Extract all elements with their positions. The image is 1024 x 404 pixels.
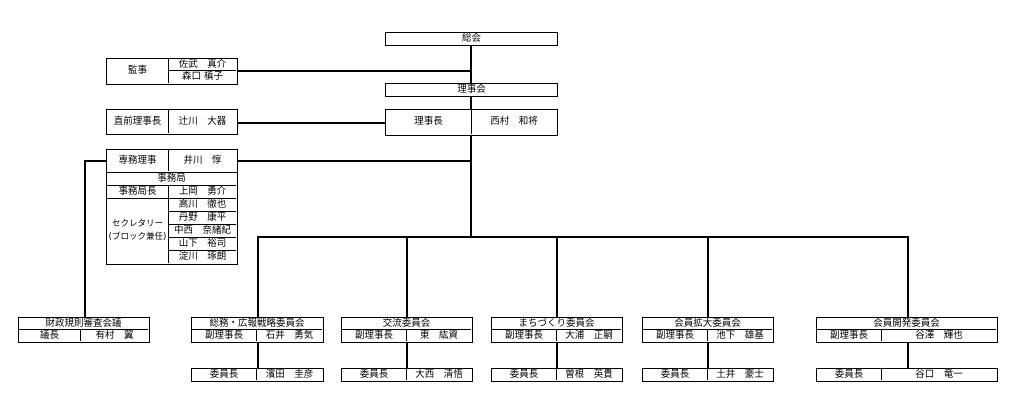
president-box: 理事長 西村 和将	[385, 109, 558, 136]
board-label: 理事会	[457, 84, 486, 96]
connector-line	[707, 341, 709, 369]
secretariat-chief-label: 事務局長	[107, 186, 169, 199]
committee-chair-label: 委員長	[342, 369, 407, 380]
board-box: 理事会	[385, 83, 558, 97]
finance-council-title: 財政規則審査会議	[19, 318, 148, 330]
committee-chair-name: 谷口 竜一	[915, 368, 963, 380]
connector-line	[257, 236, 908, 238]
finance-council-role: 議長	[19, 330, 81, 341]
committee-vp-name: 谷澤 輝也	[915, 329, 963, 341]
secretary-label-line2: (ブロック兼任)	[108, 232, 167, 242]
committee-title: まちづくり委員会	[492, 318, 621, 330]
secretariat-title: 事務局	[107, 173, 236, 186]
committee-vp-label: 副理事長	[643, 330, 708, 341]
secretary-name: 淀川 琢朗	[178, 251, 227, 263]
committee-chair-box: 委員長 大西 清悟	[341, 368, 473, 382]
committee-chair-box: 委員長 曽根 英貴	[491, 368, 623, 382]
committee-box: まちづくり委員会 副理事長 大浦 正嗣	[491, 317, 623, 343]
auditor-name: 佐武 真介	[169, 59, 236, 71]
committee-box: 交流委員会 副理事長 東 紘資	[341, 317, 473, 343]
committee-vp-name: 東 紘資	[419, 329, 458, 341]
general-meeting-box: 総会	[385, 32, 558, 46]
president-name: 西村 和将	[490, 116, 538, 128]
committee-box: 総務・広報戦略委員会 副理事長 石井 勇気	[191, 317, 324, 343]
connector-line	[237, 160, 471, 162]
committee-chair-name: 土井 豪士	[716, 368, 764, 380]
committee-chair-box: 委員長 濱田 圭彦	[191, 368, 324, 382]
finance-council-box: 財政規則審査会議 議長 有村 翼	[18, 317, 150, 343]
secretary-name: 丹野 康平	[169, 212, 236, 225]
secretary-label-line1: セクレタリー	[111, 219, 163, 229]
secretariat-chief-name: 上岡 勇介	[169, 186, 236, 199]
connector-line	[470, 135, 472, 237]
connector-line	[237, 70, 471, 72]
connector-line	[237, 122, 385, 124]
committee-chair-box: 委員長 土井 豪士	[642, 368, 774, 382]
secretary-label: セクレタリー (ブロック兼任)	[107, 199, 169, 263]
committee-vp-name: 大浦 正嗣	[565, 329, 613, 341]
connector-line	[406, 341, 408, 369]
committee-vp-name: 池下 雄基	[716, 329, 764, 341]
general-meeting-label: 総会	[461, 33, 481, 45]
president-label: 理事長	[386, 110, 472, 134]
executive-director-label: 専務理事	[107, 150, 169, 171]
connector-line	[470, 44, 472, 85]
secretary-name: 山下 裕司	[169, 238, 236, 251]
committee-chair-label: 委員長	[643, 369, 708, 380]
connector-line	[84, 160, 86, 317]
executive-director-box: 専務理事 井川 惇	[106, 149, 238, 173]
auditors-label: 監事	[107, 59, 169, 83]
finance-council-name: 有村 翼	[95, 329, 134, 341]
committee-box: 会員拡大委員会 副理事長 池下 雄基	[642, 317, 774, 343]
past-president-label: 直前理事長	[107, 110, 169, 133]
committee-vp-label: 副理事長	[817, 330, 882, 341]
committee-chair-name: 大西 清悟	[415, 368, 463, 380]
secretariat-box: 事務局 事務局長 上岡 勇介 セクレタリー (ブロック兼任) 高川 徹也 丹野 …	[106, 172, 238, 265]
committee-chair-label: 委員長	[192, 369, 257, 380]
connector-line	[470, 96, 472, 110]
committee-chair-name: 曽根 英貴	[565, 368, 613, 380]
auditor-name: 森口 槙子	[181, 71, 224, 83]
committee-title: 交流委員会	[342, 318, 471, 330]
auditors-box: 監事 佐武 真介 森口 槙子	[106, 58, 238, 85]
connector-line	[707, 236, 709, 317]
connector-line	[556, 341, 558, 369]
secretary-name: 高川 徹也	[169, 199, 236, 212]
connector-line	[907, 236, 909, 317]
connector-line	[406, 236, 408, 317]
past-president-name: 辻川 大器	[178, 115, 227, 127]
executive-director-name: 井川 惇	[183, 154, 222, 166]
committee-vp-name: 石井 勇気	[265, 329, 314, 341]
committee-title: 総務・広報戦略委員会	[192, 318, 322, 330]
committee-box: 会員開発委員会 副理事長 谷澤 輝也	[816, 317, 998, 343]
committee-vp-label: 副理事長	[342, 330, 407, 341]
connector-line	[907, 341, 909, 369]
connector-line	[84, 160, 106, 162]
committee-chair-label: 委員長	[817, 369, 882, 380]
past-president-box: 直前理事長 辻川 大器	[106, 109, 238, 135]
connector-line	[556, 236, 558, 317]
connector-line	[257, 341, 259, 369]
secretary-name: 中西 奈緒紀	[169, 225, 236, 238]
committee-vp-label: 副理事長	[492, 330, 557, 341]
committee-vp-label: 副理事長	[192, 330, 257, 341]
connector-line	[257, 236, 259, 317]
committee-chair-box: 委員長 谷口 竜一	[816, 368, 998, 382]
committee-chair-label: 委員長	[492, 369, 557, 380]
committee-title: 会員拡大委員会	[643, 318, 772, 330]
committee-title: 会員開発委員会	[817, 318, 996, 330]
committee-chair-name: 濱田 圭彦	[265, 368, 314, 380]
